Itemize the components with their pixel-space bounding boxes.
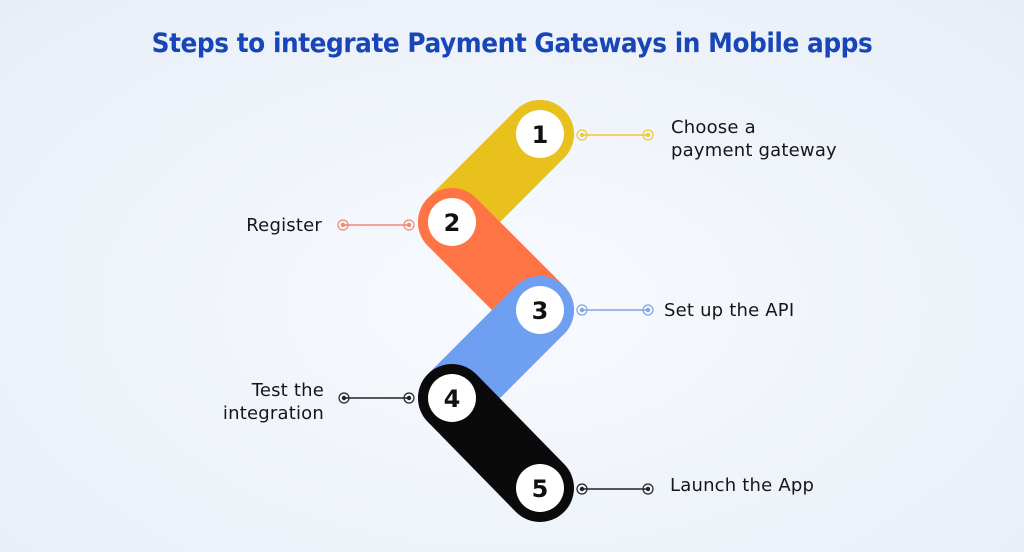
step-4-label-line2: integration <box>222 403 324 424</box>
step-2-label-line1: Register <box>246 215 322 236</box>
step-1-label-line1: Choose a <box>671 117 756 138</box>
step-5-label-line1: Launch the App <box>670 475 815 496</box>
step-2-label: Register <box>200 214 322 237</box>
step-3-label: Set up the API <box>664 299 794 322</box>
step-2-badge: 2 <box>428 198 476 246</box>
connector-step1 <box>576 129 654 141</box>
step-3-label-line1: Set up the API <box>664 300 795 321</box>
step-5-label: Launch the App <box>670 474 814 497</box>
step-4-label-line1: Test the <box>251 380 324 401</box>
step-1-badge: 1 <box>516 110 564 158</box>
step-4-label: Test the integration <box>180 379 324 425</box>
connector-step2 <box>337 219 415 231</box>
step-2-number: 2 <box>444 209 461 237</box>
connector-step4 <box>338 392 415 404</box>
step-4-number: 4 <box>444 385 461 413</box>
connector-step5 <box>576 483 654 495</box>
connector-step3 <box>576 304 654 316</box>
step-1-number: 1 <box>532 121 549 149</box>
step-3-number: 3 <box>532 297 549 325</box>
step-4-badge: 4 <box>428 374 476 422</box>
step-3-badge: 3 <box>516 286 564 334</box>
step-5-badge: 5 <box>516 464 564 512</box>
step-5-number: 5 <box>532 475 549 503</box>
page-title: Steps to integrate Payment Gateways in M… <box>151 28 873 59</box>
step-1-label: Choose a payment gateway <box>671 116 837 162</box>
step-1-label-line2: payment gateway <box>671 140 837 161</box>
